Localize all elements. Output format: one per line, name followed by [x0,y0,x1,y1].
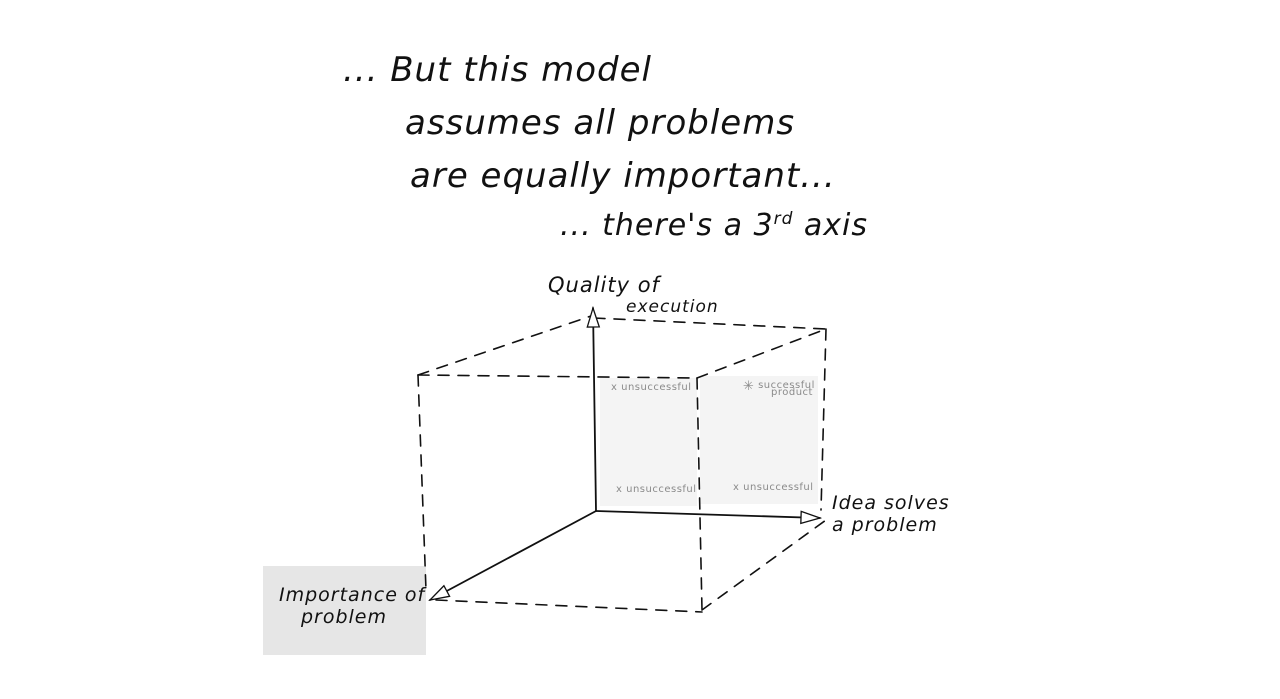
cell-shade-right [700,376,818,504]
cell-bottom-left: x unsuccessful [616,484,697,495]
cell-top-left: x unsuccessful [611,382,692,393]
heading-line-4-sup: rd [773,209,794,229]
axis-label-importance-line1: Importance of [279,584,426,606]
axes [430,308,820,600]
cell-top-right-label-line1: successful [758,380,815,391]
cross-mark-icon: x [733,482,740,493]
cube-edge-bottom-front [435,599,703,613]
heading-line-4: ... there's a 3rd axis [560,208,868,243]
axis-label-idea: Idea solves a problem [832,492,950,536]
importance-label-highlight [263,566,426,655]
cell-bottom-left-label: unsuccessful [626,484,697,495]
cell-top-right-line2: product [771,387,813,398]
cube-edge-bottom-right [701,519,827,611]
heading-line-3: are equally important... [410,156,836,196]
cube-edge-top-front-right [696,328,827,379]
cell-bottom-right: x unsuccessful [733,482,814,493]
axis-label-quality-line1: Quality of [548,273,660,297]
cell-top-right: ✳ successful [743,377,815,394]
axis-label-idea-line2: a problem [832,514,938,536]
cube-edge-top-back [593,317,827,330]
axis-label-quality: Quality of execution [548,274,719,318]
cube-edge-middle-vertical [696,377,703,611]
asterisk-mark-icon: ✳ [743,379,755,394]
axis-vertical [593,308,596,512]
cell-top-right-label-line2: product [771,387,813,398]
cell-bottom-right-label: unsuccessful [743,482,814,493]
axis-horizontal [595,510,820,518]
cell-top-left-label: unsuccessful [621,382,692,393]
heading-line-4-prefix: ... there's a 3 [560,208,774,243]
cube-edge-left-vertical [417,374,427,591]
cross-mark-icon: x [616,484,623,495]
cell-shade-left [600,378,697,506]
axis-label-importance-line2: problem [300,606,388,628]
cube-edge-top-front-left [417,374,698,379]
axis-label-importance: Importance of problem [279,584,426,628]
cross-mark-icon: x [611,382,618,393]
cube-edge-right-vertical [820,328,827,511]
heading-line-4-suffix: axis [793,208,869,243]
axis-label-idea-line1: Idea solves [832,492,950,514]
axis-label-quality-line2: execution [626,297,719,317]
cube-edges [417,314,827,613]
axis-depth [430,510,597,600]
heading-line-2: assumes all problems [405,103,796,143]
heading-line-1: ... But this model [343,50,652,90]
cube-edge-top-back-left [417,314,595,376]
